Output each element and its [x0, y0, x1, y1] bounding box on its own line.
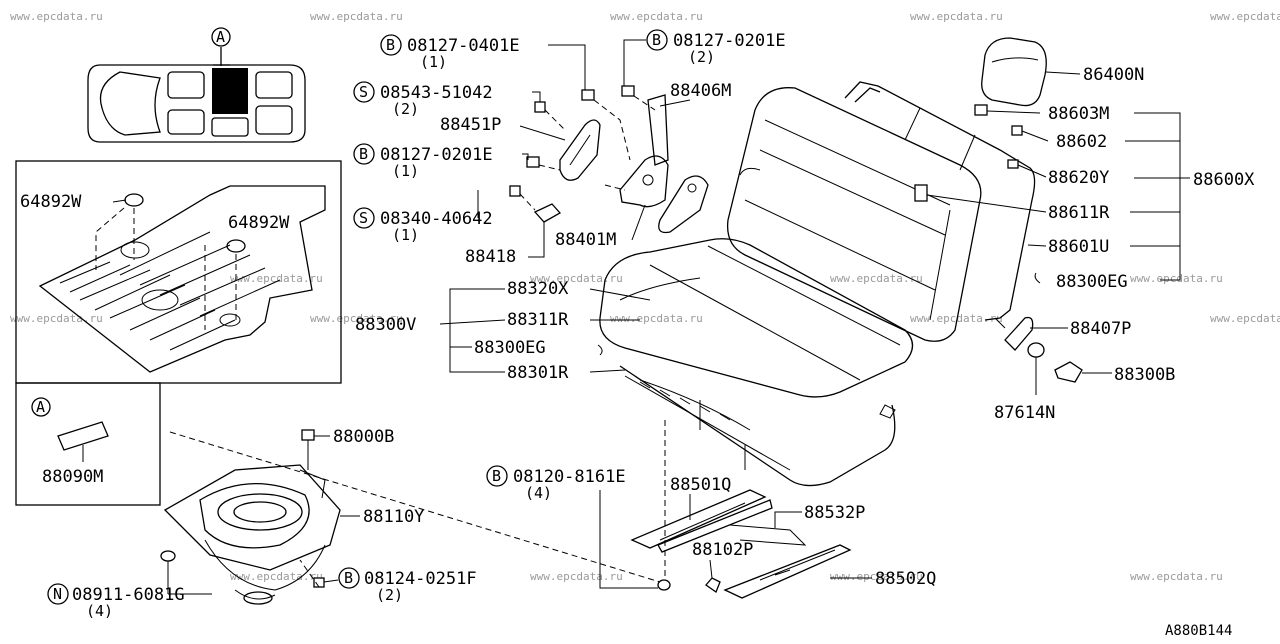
- callout-prefix: B: [359, 145, 368, 163]
- callout-prefix: S: [359, 209, 368, 227]
- part-label-88502q: 88502Q: [875, 569, 936, 589]
- part-label-88090m: 88090M: [42, 467, 103, 487]
- part-label-87614n: 87614N: [994, 403, 1055, 423]
- seat-rails: [630, 420, 852, 599]
- part-label-88532p: 88532P: [804, 503, 865, 523]
- part-label-08120-8161e: 08120-8161E: [513, 467, 626, 487]
- watermark: www.epcdata.ru: [830, 570, 923, 583]
- part-label-88000b: 88000B: [333, 427, 394, 447]
- part-label-86400n: 86400N: [1083, 65, 1144, 85]
- part-label-88300v: 88300V: [355, 315, 416, 335]
- watermark: www.epcdata.ru: [310, 10, 403, 23]
- part-qty: (1): [392, 162, 419, 180]
- diagram-code: A880B144: [1165, 623, 1232, 639]
- part-label-88301r: 88301R: [507, 363, 569, 383]
- part-label-88320x: 88320X: [507, 279, 569, 299]
- view-a-box: A 88090M: [15, 382, 161, 506]
- part-label-88620y: 88620Y: [1048, 168, 1109, 188]
- seat-base-88110y: [160, 429, 341, 605]
- part-label-08911-6081g: 08911-6081G: [72, 585, 185, 605]
- part-label-64892w-2: 64892W: [228, 213, 290, 233]
- part-label-88407p: 88407P: [1070, 319, 1131, 339]
- callout-prefix: S: [359, 83, 368, 101]
- part-label-88401m: 88401M: [555, 230, 616, 250]
- part-qty: (1): [420, 53, 447, 71]
- part-label-88611r: 88611R: [1048, 203, 1110, 223]
- watermark: www.epcdata.ru: [1130, 570, 1223, 583]
- part-label-88601u: 88601U: [1048, 237, 1109, 257]
- vehicle-overview: A: [87, 27, 306, 143]
- watermarks: www.epcdata.ru www.epcdata.ru www.epcdat…: [10, 10, 1280, 583]
- part-label-08127-0201e-2: 08127-0201E: [380, 145, 493, 165]
- part-label-88603m: 88603M: [1048, 104, 1109, 124]
- part-qty: (1): [392, 226, 419, 244]
- part-label-88600x: 88600X: [1193, 170, 1255, 190]
- floor-detail-box: 64892W 64892W: [15, 160, 342, 384]
- part-label-88300eg-2: 88300EG: [474, 338, 546, 358]
- watermark: www.epcdata.ru: [310, 312, 403, 325]
- part-label-08127-0201e: 08127-0201E: [673, 31, 786, 51]
- watermark: www.epcdata.ru: [1210, 312, 1280, 325]
- part-qty: (2): [392, 100, 419, 118]
- view-a-box-letter: A: [36, 398, 45, 416]
- part-label-64892w: 64892W: [20, 192, 82, 212]
- callout-prefix: B: [344, 569, 353, 587]
- part-qty: (2): [376, 586, 403, 604]
- part-qty: (4): [86, 602, 113, 620]
- rear-seat-assembly: [597, 37, 1083, 487]
- part-label-08124-0251f: 08124-0251F: [364, 569, 477, 589]
- part-label-08127-0401e: 08127-0401E: [407, 36, 520, 56]
- assembly-guide: [169, 431, 661, 583]
- watermark: www.epcdata.ru: [10, 10, 103, 23]
- callout-prefix: B: [652, 31, 661, 49]
- watermark: www.epcdata.ru: [10, 312, 103, 325]
- part-qty: (2): [688, 48, 715, 66]
- part-label-88102p: 88102P: [692, 540, 753, 560]
- callout-prefix: B: [492, 467, 501, 485]
- view-a-marker: [211, 27, 231, 47]
- part-label-88300eg: 88300EG: [1056, 272, 1128, 292]
- callout-prefix: N: [53, 585, 62, 603]
- watermark: www.epcdata.ru: [1130, 272, 1223, 285]
- watermark: www.epcdata.ru: [610, 312, 703, 325]
- watermark: www.epcdata.ru: [230, 570, 323, 583]
- part-label-88110y: 88110Y: [363, 507, 424, 527]
- watermark: www.epcdata.ru: [830, 272, 923, 285]
- part-label-88501q: 88501Q: [670, 475, 731, 495]
- part-label-88451p: 88451P: [440, 115, 501, 135]
- part-label-88300b: 88300B: [1114, 365, 1175, 385]
- part-qty: (4): [525, 484, 552, 502]
- part-label-88406m: 88406M: [670, 81, 731, 101]
- view-a-letter: A: [216, 28, 225, 46]
- watermark: www.epcdata.ru: [230, 272, 323, 285]
- watermark: www.epcdata.ru: [610, 10, 703, 23]
- part-label-88418: 88418: [465, 247, 516, 267]
- watermark: www.epcdata.ru: [910, 312, 1003, 325]
- part-label-88311r: 88311R: [507, 310, 569, 330]
- watermark: www.epcdata.ru: [530, 272, 623, 285]
- part-label-08543-51042: 08543-51042: [380, 83, 493, 103]
- callout-prefix: B: [386, 36, 395, 54]
- part-label-88602: 88602: [1056, 132, 1107, 152]
- hinge-brackets: [509, 85, 709, 234]
- watermark: www.epcdata.ru: [1210, 10, 1280, 23]
- callout-badge: [47, 583, 69, 605]
- watermark: www.epcdata.ru: [910, 10, 1003, 23]
- watermark: www.epcdata.ru: [530, 570, 623, 583]
- part-label-08340-40642: 08340-40642: [380, 209, 493, 229]
